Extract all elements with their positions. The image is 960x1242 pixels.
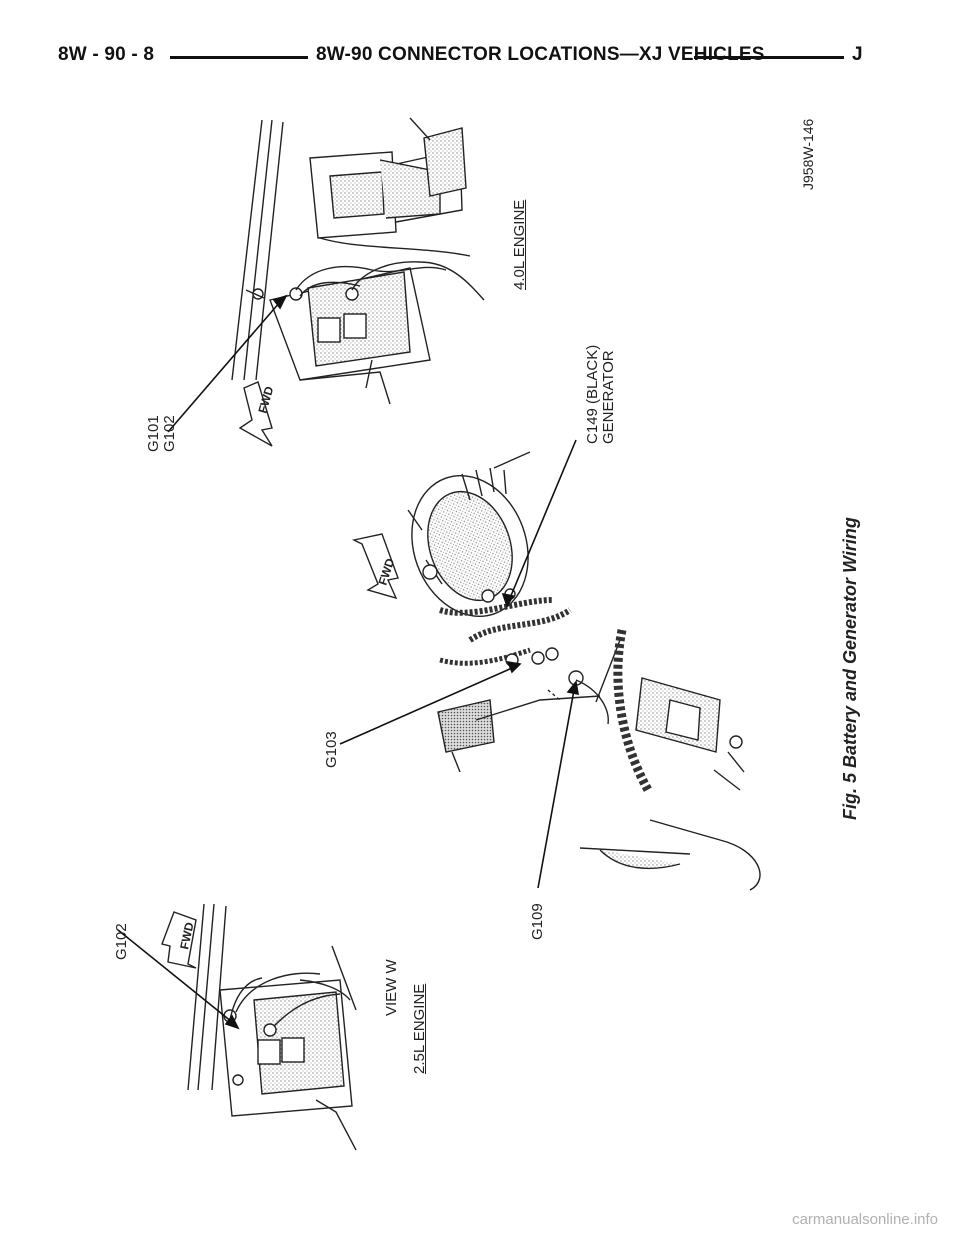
- fwd-arrow-2: FWD: [351, 533, 399, 600]
- label-g103: G103: [323, 731, 340, 768]
- label-g102-bottom: G102: [113, 923, 130, 960]
- label-c149-line1: C149 (BLACK): [584, 344, 601, 444]
- label-g102-top: G102: [161, 415, 178, 452]
- section-title: 8W-90 CONNECTOR LOCATIONS—XJ VEHICLES: [316, 44, 765, 65]
- page-header: 8W - 90 - 8 8W-90 CONNECTOR LOCATIONS—XJ…: [0, 0, 960, 100]
- footer-watermark: carmanualsonline.info: [792, 1211, 938, 1228]
- label-engine-25: 2.5L ENGINE: [411, 983, 428, 1074]
- fwd-arrow-1: FWD: [238, 381, 277, 447]
- generator-drawing: [407, 451, 761, 891]
- battery-25-drawing: [187, 903, 357, 1151]
- fwd-arrow-3: FWD: [161, 911, 197, 969]
- label-g109: G109: [529, 903, 546, 940]
- label-view-w: VIEW W: [383, 959, 400, 1016]
- leader-lines: [117, 294, 579, 1030]
- label-engine-40: 4.0L ENGINE: [511, 199, 528, 290]
- figure-caption: Fig. 5 Battery and Generator Wiring: [840, 517, 860, 820]
- label-g101: G101: [145, 415, 162, 452]
- fwd-label-3: FWD: [177, 921, 196, 951]
- header-rule-right: [694, 56, 844, 59]
- section-letter: J: [852, 44, 863, 65]
- header-rule-left: [170, 56, 308, 59]
- battery-40-drawing: [231, 117, 485, 405]
- figure-id: J958W-146: [800, 118, 816, 190]
- page-number: 8W - 90 - 8: [58, 44, 155, 65]
- label-c149-line2: GENERATOR: [600, 350, 617, 444]
